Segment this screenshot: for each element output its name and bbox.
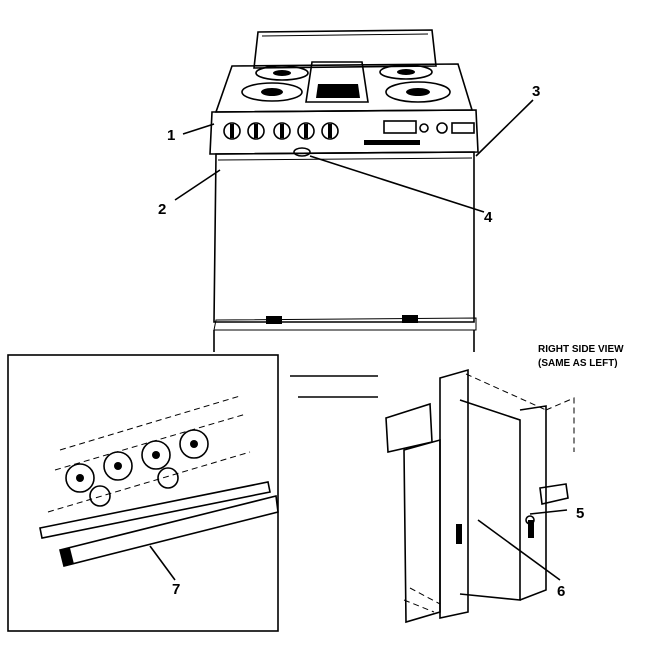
timer-buttons — [451, 122, 475, 134]
side-view-caption-line2: (SAME AS LEFT) — [538, 358, 618, 369]
part-5-clip — [539, 483, 569, 505]
panel-label — [364, 140, 420, 145]
right-side-view: RIGHT SIDE VIEW (SAME AS LEFT) — [385, 344, 624, 624]
side-view-caption-line1: RIGHT SIDE VIEW — [538, 344, 624, 355]
hinge-right — [402, 315, 418, 323]
kick-plate — [213, 317, 477, 331]
callout-3: 3 — [532, 83, 540, 100]
manifold-line-c — [47, 451, 251, 513]
range-illustration — [209, 29, 479, 352]
range-body — [213, 151, 475, 323]
detail-inset — [7, 354, 279, 632]
burner-valves — [65, 429, 209, 507]
bracket-lower — [403, 438, 441, 624]
side-panel-rear — [519, 405, 547, 601]
callout-4: 4 — [484, 209, 493, 226]
part-7-trim-strip — [59, 495, 279, 567]
leader-5 — [529, 509, 568, 515]
backguard-edge — [261, 33, 429, 37]
clock-display — [383, 120, 417, 134]
backguard — [253, 29, 437, 69]
control-knobs — [223, 122, 339, 140]
leader-7 — [149, 545, 176, 581]
trim-strip-end — [60, 548, 74, 566]
center-panel — [305, 61, 369, 103]
leader-3 — [475, 99, 534, 157]
manifold-line-a — [59, 395, 241, 451]
center-grate — [316, 84, 360, 98]
burner-front-left — [241, 82, 303, 102]
leader-2 — [174, 169, 221, 201]
leader-4 — [309, 155, 485, 213]
burner-rear-right — [379, 64, 433, 80]
callout-6: 6 — [557, 583, 565, 600]
slot-b — [528, 520, 534, 538]
burner-front-right — [385, 81, 451, 103]
part-6-screw — [525, 515, 535, 525]
leader-lines — [149, 99, 568, 581]
clock-knob-b — [436, 122, 448, 134]
control-panel — [209, 109, 479, 155]
inset-frame — [7, 354, 279, 632]
part-4-fastener — [293, 147, 311, 157]
clock-knob-a — [419, 123, 429, 133]
leader-1 — [182, 123, 215, 135]
upper-rail — [39, 481, 271, 539]
burner-rear-left — [255, 65, 309, 81]
callout-2: 2 — [158, 201, 166, 218]
leader-6 — [477, 519, 561, 581]
side-panel-body — [459, 399, 521, 601]
callout-7: 7 — [172, 581, 180, 598]
side-panel-front — [439, 368, 469, 619]
hinge-left — [266, 316, 282, 324]
callout-5: 5 — [576, 505, 584, 522]
floor-hints — [403, 587, 441, 613]
slot-a — [456, 524, 462, 544]
callout-1: 1 — [167, 127, 175, 144]
manifold-line-b — [54, 413, 247, 471]
callouts: 1 2 3 4 5 6 7 — [158, 83, 584, 600]
door-top-edge — [217, 157, 473, 161]
